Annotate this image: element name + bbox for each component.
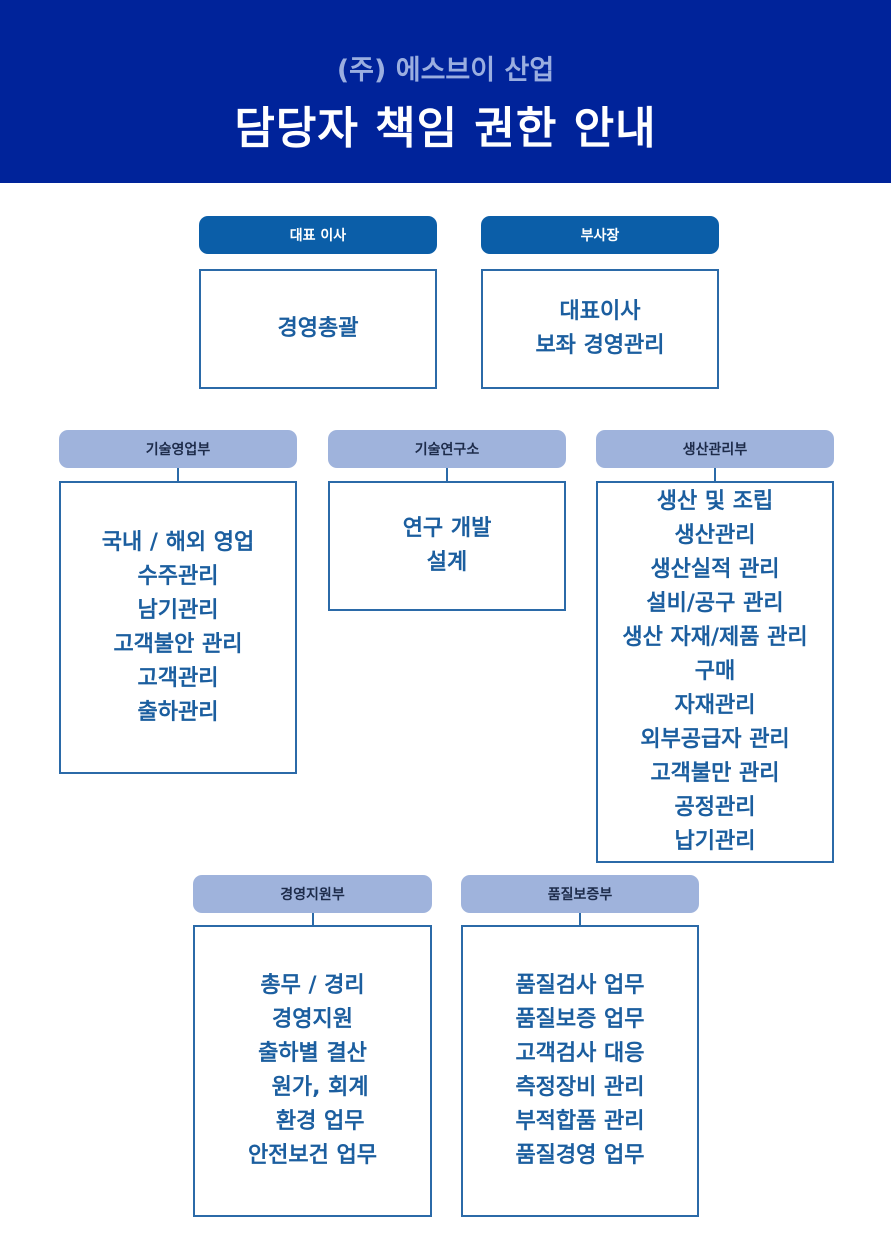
duty-item: 대표이사 [559, 299, 641, 324]
duty-item: 품질검사 업무 [515, 973, 645, 998]
duty-item: 구매 [694, 659, 736, 684]
duty-item: 품질보증 업무 [515, 1007, 645, 1032]
duty-item: 환경 업무 [260, 1109, 365, 1134]
duty-item: 생산 및 조립 [656, 489, 774, 514]
page-title: 담당자 책임 권한 안내 [234, 103, 657, 154]
connector-line [714, 468, 716, 481]
connector-line [177, 468, 179, 481]
duty-item: 설계 [426, 550, 468, 575]
role-badge: 부사장 [481, 216, 719, 254]
duty-item: 생산 자재/제품 관리 [622, 625, 808, 650]
duty-item: 납기관리 [674, 829, 756, 854]
duty-item: 품질경영 업무 [515, 1143, 645, 1168]
duty-item: 외부공급자 관리 [640, 727, 790, 752]
connector-line [311, 913, 314, 925]
duty-item: 연구 개발 [402, 516, 492, 541]
duty-item: 수주관리 [137, 563, 219, 589]
duty-item: 고객불안 관리 [113, 631, 243, 657]
department-badge: 기술영업부 [59, 430, 297, 468]
duty-item: 자재관리 [674, 693, 756, 718]
duties-box: 경영총괄 [199, 269, 437, 389]
duty-item: 설비/공구 관리 [646, 591, 784, 616]
department-badge: 기술연구소 [328, 430, 566, 468]
header-banner: (주) 에스브이 산업 담당자 책임 권한 안내 [0, 0, 891, 183]
duty-item: 생산관리 [674, 523, 756, 548]
duty-item: 공정관리 [674, 795, 756, 820]
duty-item: 남기관리 [137, 597, 219, 623]
department-badge: 생산관리부 [596, 430, 834, 468]
duty-item: 측정장비 관리 [515, 1075, 645, 1100]
connector-line [579, 913, 581, 925]
duty-item: 생산실적 관리 [650, 557, 780, 582]
company-name: (주) 에스브이 산업 [336, 55, 555, 86]
duty-item: 안전보건 업무 [247, 1143, 378, 1168]
duty-item: 보좌 경영관리 [535, 333, 665, 358]
duty-item: 출하관리 [137, 699, 219, 725]
duty-item: 국내 / 해외 영업 [101, 529, 255, 555]
connector-line [446, 468, 448, 481]
duty-item: 고객관리 [137, 665, 219, 691]
duty-item: 고객검사 대응 [515, 1041, 645, 1066]
duty-item: 고객불만 관리 [650, 761, 780, 786]
department-badge: 품질보증부 [461, 875, 699, 913]
duty-item: 총무 / 경리 [260, 973, 365, 998]
role-badge: 대표 이사 [199, 216, 437, 254]
duty-item: 경영총괄 [277, 316, 359, 341]
duty-item: 출하별 결산 [258, 1041, 367, 1066]
duty-item: 경영지원 [272, 1007, 353, 1032]
duty-item: 부적합품 관리 [515, 1109, 645, 1134]
duty-item: 원가, 회계 [256, 1075, 369, 1100]
department-badge: 경영지원부 [193, 875, 432, 913]
